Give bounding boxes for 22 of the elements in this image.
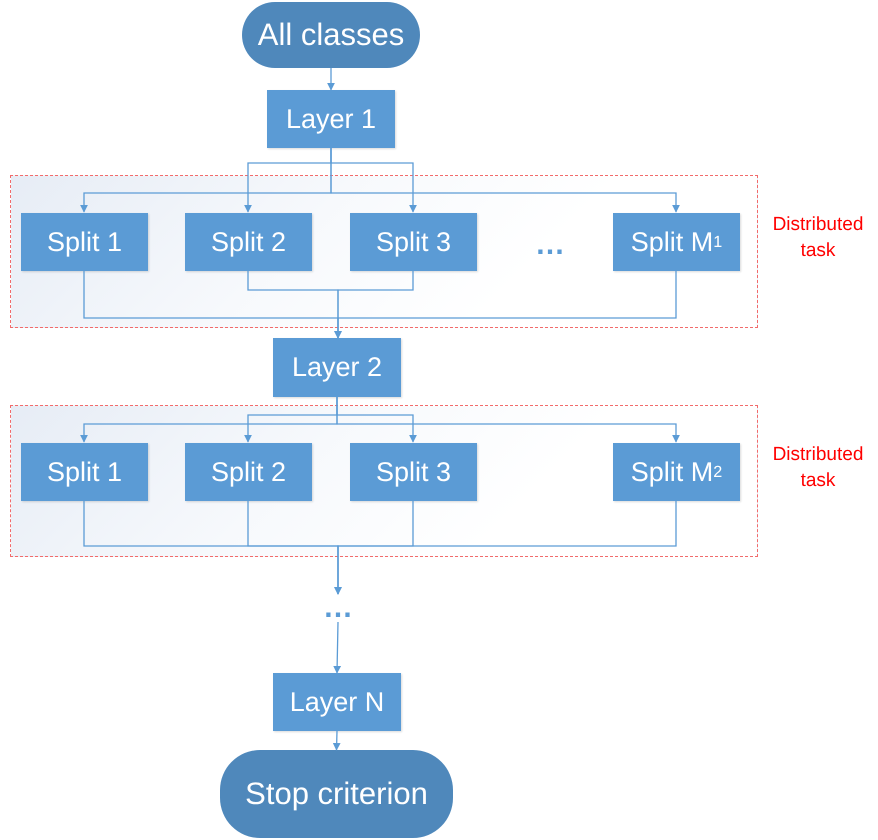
arrow — [332, 730, 341, 751]
arrow — [330, 148, 680, 213]
process-box: Layer 2 — [273, 338, 401, 397]
process-box: Split 2 — [185, 213, 312, 271]
process-box: Layer 1 — [267, 90, 395, 148]
region-heading: Distributed task — [772, 213, 864, 263]
region-heading: Distributed task — [772, 443, 864, 493]
process-box: Split 2 — [185, 443, 312, 501]
arrow — [333, 622, 342, 674]
process-box: Split 3 — [350, 443, 477, 501]
arrow — [327, 68, 335, 91]
process-box: Layer N — [273, 673, 401, 731]
arrow — [334, 270, 677, 339]
arrow — [336, 397, 680, 443]
process-box: Split 1 — [21, 443, 148, 501]
ellipsis-text: … — [534, 230, 566, 260]
process-box: Split 1 — [21, 213, 148, 271]
process-box: Split 3 — [350, 213, 477, 271]
arrow — [334, 500, 677, 595]
terminal-pill: Stop criterion — [220, 750, 453, 838]
ellipsis-text: … — [318, 594, 358, 622]
terminal-pill: All classes — [242, 2, 420, 68]
